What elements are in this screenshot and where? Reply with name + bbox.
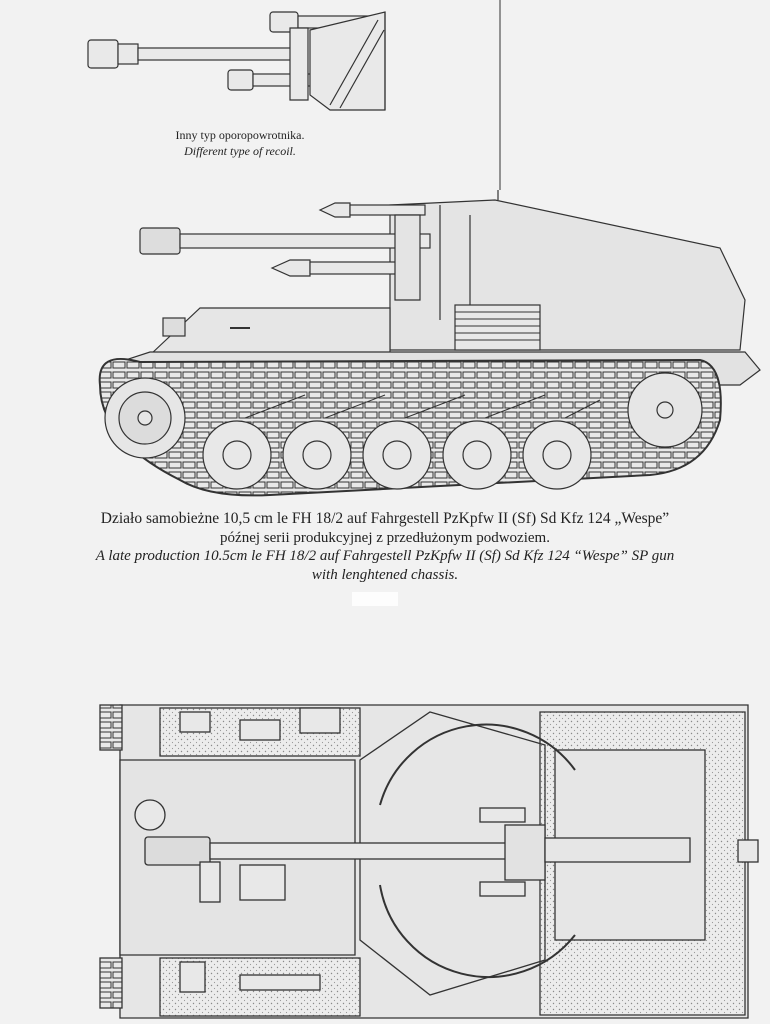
top-view-drawing	[99, 704, 759, 1019]
side-view-drawing	[98, 190, 761, 497]
main-caption-en-line1: A late production 10.5cm le FH 18/2 auf …	[95, 548, 675, 564]
recoil-detail-caption: Inny typ oporopowrotnika. Different type…	[160, 127, 320, 159]
main-caption: Działo samobieżne 10,5 cm le FH 18/2 auf…	[20, 510, 750, 584]
main-caption-pl-line1: Działo samobieżne 10,5 cm le FH 18/2 auf…	[100, 510, 670, 527]
blank-label-patch	[352, 592, 398, 606]
main-caption-en-line2: with lenghtened chassis.	[311, 566, 459, 583]
recoil-detail-drawing	[87, 11, 386, 111]
recoil-caption-en: Different type of recoil.	[184, 144, 296, 158]
main-caption-pl-line2: późnej serii produkcyjnej z przedłużonym…	[220, 529, 550, 546]
recoil-caption-pl: Inny typ oporopowrotnika.	[175, 128, 305, 142]
